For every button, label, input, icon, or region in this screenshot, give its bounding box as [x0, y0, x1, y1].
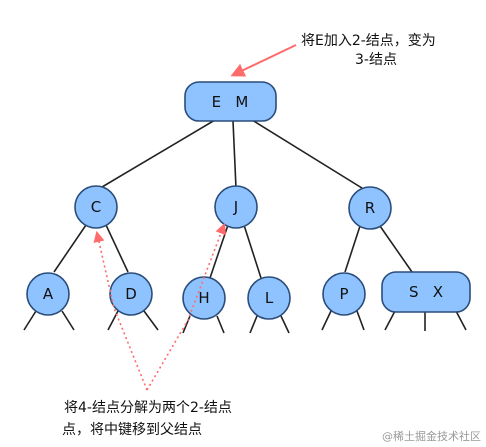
node-r: [348, 186, 392, 230]
node-root-label: E M: [212, 93, 249, 111]
top-note-line1: 将E加入2-结点，变为: [301, 33, 436, 49]
node-a-label: A: [43, 285, 54, 303]
stub-a-right: [61, 310, 75, 331]
node-j-label: J: [233, 198, 238, 216]
stub-a-left: [23, 310, 37, 331]
node-d: [109, 272, 153, 316]
stub-h-right: [216, 315, 225, 334]
bottom-note-line1: 将4-结点分解为两个2-结点: [64, 400, 232, 416]
node-c-label: C: [91, 198, 101, 216]
node-d-label: D: [125, 285, 137, 303]
node-a: [26, 272, 70, 316]
node-l-label: L: [265, 289, 274, 307]
dotted-arrow-to-j: [146, 222, 227, 391]
node-l: [247, 276, 291, 320]
node-r-label: R: [365, 199, 375, 217]
edge-c-d: [105, 224, 129, 273]
edge-j-l: [243, 224, 262, 279]
edge-root-j: [232, 120, 237, 189]
stub-d-left: [107, 310, 119, 331]
top-note-line2: 3-结点: [355, 52, 397, 68]
stub-sx-right: [455, 310, 467, 331]
node-h-label: H: [198, 289, 209, 307]
edge-r-p: [344, 225, 361, 273]
node-h: [182, 276, 226, 320]
edge-r-sx: [379, 225, 413, 273]
edge-root-r: [251, 119, 371, 194]
stub-h-left: [182, 315, 191, 334]
node-j: [214, 185, 258, 229]
stub-p-left: [321, 310, 332, 331]
node-c: [74, 185, 118, 229]
stub-l-left: [249, 315, 258, 334]
node-sx: [381, 271, 471, 313]
bottom-note-line2: 点，将中键移到父结点: [62, 422, 202, 438]
watermark: @稀土掘金技术社区: [382, 429, 481, 443]
node-p: [322, 272, 366, 316]
edge-j-h: [209, 224, 229, 279]
stub-p-right: [356, 310, 365, 331]
stub-sx-left: [384, 310, 396, 331]
top-arrow: [230, 44, 297, 77]
edge-c-a: [53, 224, 87, 273]
stub-d-right: [143, 310, 159, 331]
stub-l-right: [280, 315, 290, 334]
node-p-label: P: [339, 285, 348, 303]
node-sx-label: S X: [409, 283, 443, 301]
node-root-em: [184, 81, 277, 122]
edge-root-c: [96, 119, 216, 191]
